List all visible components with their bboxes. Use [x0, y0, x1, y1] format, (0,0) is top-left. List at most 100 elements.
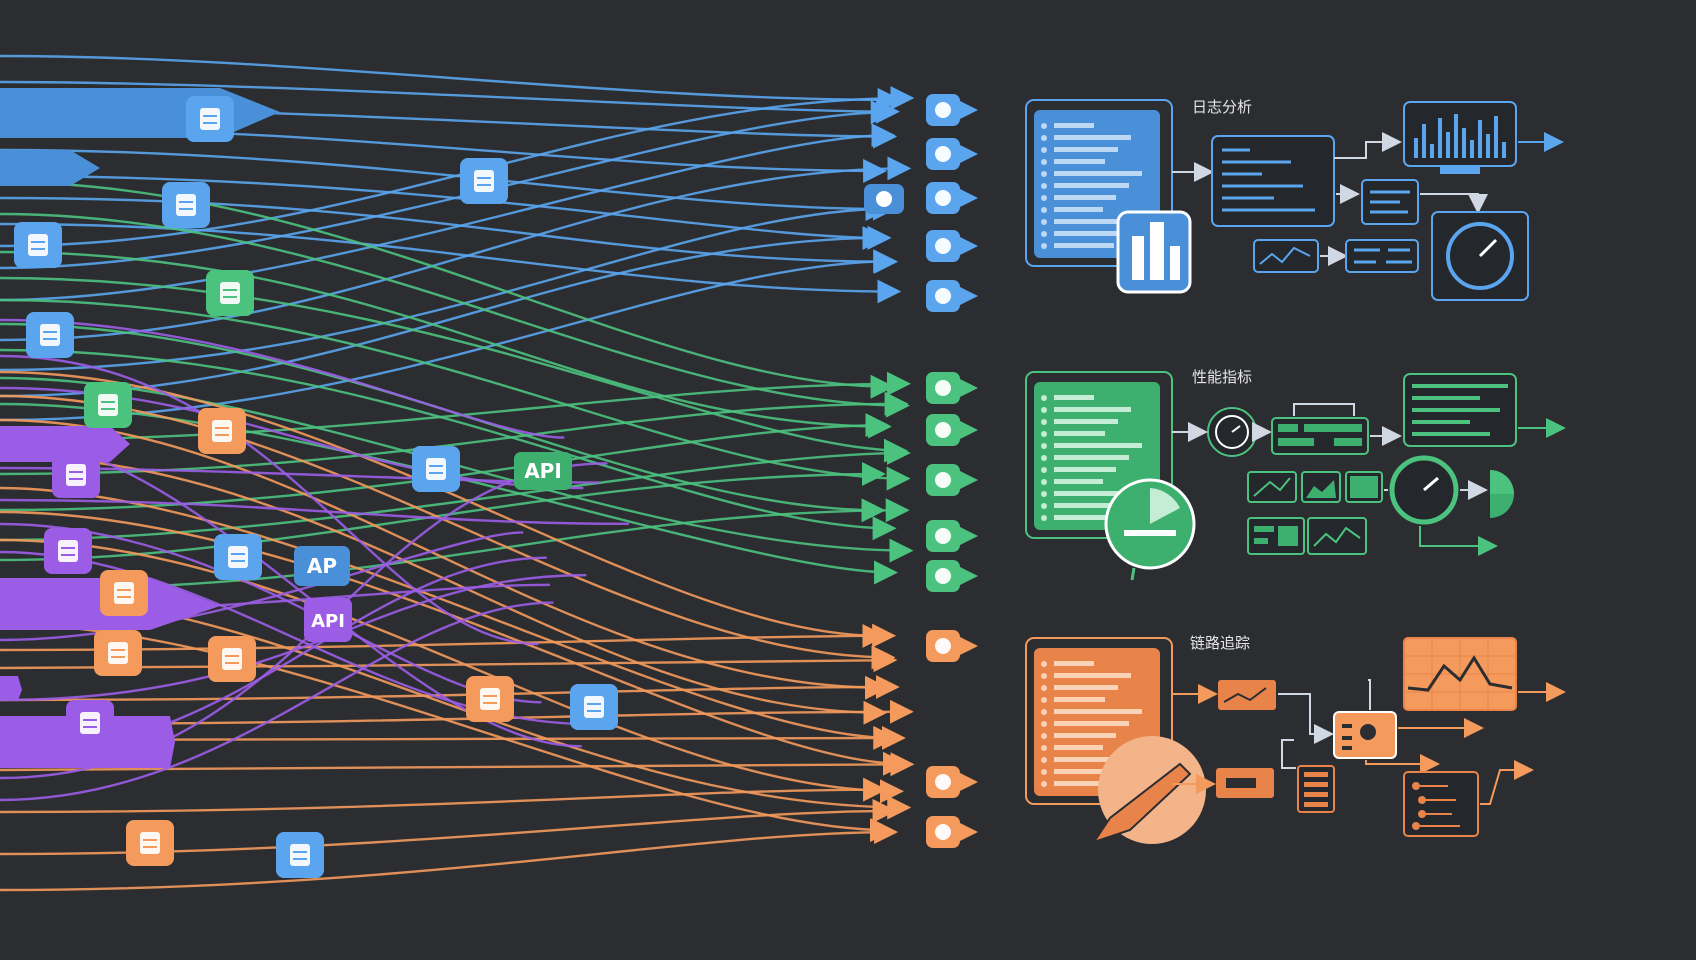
log-bar — [1414, 138, 1418, 158]
destination-tile-blue — [926, 182, 978, 214]
database-icon — [176, 194, 196, 216]
log-bar — [1422, 124, 1426, 158]
destination-tile-orange — [926, 766, 978, 798]
flow-line-purple — [0, 531, 524, 642]
api-chip-green: API — [514, 452, 572, 490]
trace-panel-frame — [1025, 637, 1173, 805]
flow-line-blue — [0, 249, 898, 422]
source-tile — [276, 832, 324, 878]
flow-line-orange — [0, 820, 899, 892]
source-tile — [44, 528, 92, 574]
document-icon — [935, 146, 951, 162]
log-dashboard-panel — [1403, 101, 1517, 167]
log-bar — [1478, 120, 1482, 158]
cloud-icon — [935, 774, 951, 790]
destination-tile-blue — [926, 94, 978, 126]
trace-list-panel — [1297, 765, 1335, 813]
section-performance-metrics: 性能指标 — [1025, 368, 1566, 581]
flow-line-orange — [0, 394, 896, 670]
list-icon — [935, 472, 951, 488]
source-tile — [186, 96, 234, 142]
cloud-icon — [935, 190, 951, 206]
source-tile — [206, 270, 254, 316]
flow-line-green — [0, 298, 911, 491]
cloud-icon — [935, 102, 951, 118]
log-bar-chart — [1414, 114, 1506, 158]
metrics-panel-lines — [1041, 395, 1142, 521]
cloud-icon — [212, 420, 232, 442]
server-icon — [40, 324, 60, 346]
flow-line-green — [0, 348, 897, 541]
gear-icon — [935, 528, 951, 544]
flow-line-orange — [0, 510, 907, 776]
log-gauge-icon — [1446, 222, 1514, 290]
flow-line-purple — [0, 601, 554, 802]
log-panel-frame — [1025, 99, 1173, 267]
destination-tile-green — [926, 560, 978, 592]
flow-line-blue — [0, 54, 902, 112]
source-tile — [460, 158, 508, 204]
log-bar — [1454, 114, 1458, 158]
cloud-icon — [876, 191, 892, 207]
log-bar — [1430, 144, 1434, 158]
source-tile — [208, 636, 256, 682]
search-icon — [80, 712, 100, 734]
destination-tile-blue — [926, 230, 978, 262]
flow-line-green — [0, 250, 892, 439]
database-icon — [480, 688, 500, 710]
destination-tile-blue-extra — [864, 184, 904, 214]
source-tile — [100, 570, 148, 616]
section-log-analysis: 日志分析 — [1025, 98, 1564, 301]
destination-tile-green — [926, 464, 978, 496]
source-icon-tiles — [14, 96, 618, 878]
source-tile — [84, 382, 132, 428]
source-band-purple-4 — [0, 676, 22, 700]
api-chip-purple-text: API — [311, 611, 345, 632]
section-title-performance-metrics: 性能指标 — [1192, 368, 1252, 386]
destination-icons — [864, 94, 978, 848]
section-title-log-analysis: 日志分析 — [1192, 98, 1252, 116]
flow-line-green — [0, 212, 910, 418]
cloud-icon — [426, 458, 446, 480]
api-chip-green-text: API — [524, 459, 562, 483]
source-tile — [412, 446, 460, 492]
flow-line-green — [0, 371, 911, 442]
metrics-panel-frame — [1025, 371, 1173, 539]
server-icon — [222, 648, 242, 670]
source-tile — [66, 700, 114, 746]
flow-line-blue — [0, 174, 887, 251]
destination-tile-orange — [926, 816, 978, 848]
file-icon — [140, 832, 160, 854]
document-icon — [935, 824, 951, 840]
log-bar — [1462, 128, 1466, 158]
metrics-table-panel — [1271, 417, 1369, 455]
source-band-blue — [0, 88, 280, 138]
database-icon — [220, 282, 240, 304]
pen-icon — [1091, 762, 1192, 844]
flow-line-green — [0, 276, 908, 463]
metrics-chart-e — [1307, 517, 1367, 555]
clock-icon — [1215, 415, 1249, 449]
source-tile — [466, 676, 514, 722]
source-band-purple — [0, 426, 130, 462]
log-bar — [1502, 142, 1506, 158]
flow-line-green — [0, 440, 911, 542]
flow-line-orange — [0, 370, 887, 648]
trace-tree-panel — [1403, 771, 1479, 837]
log-bar — [1494, 116, 1498, 158]
database-icon — [584, 696, 604, 718]
log-bar — [1446, 132, 1450, 158]
source-tile — [94, 630, 142, 676]
api-chip-blue: AP — [294, 546, 350, 586]
flow-line-purple — [0, 354, 539, 646]
flow-line-blue — [0, 123, 896, 302]
folder-icon — [935, 638, 951, 654]
source-tile — [162, 182, 210, 228]
grid-icon — [290, 844, 310, 866]
source-tile — [52, 452, 100, 498]
log-bar — [1470, 140, 1474, 158]
flow-line-purple — [0, 318, 565, 439]
building-icon — [1132, 222, 1180, 280]
document-icon — [474, 170, 494, 192]
